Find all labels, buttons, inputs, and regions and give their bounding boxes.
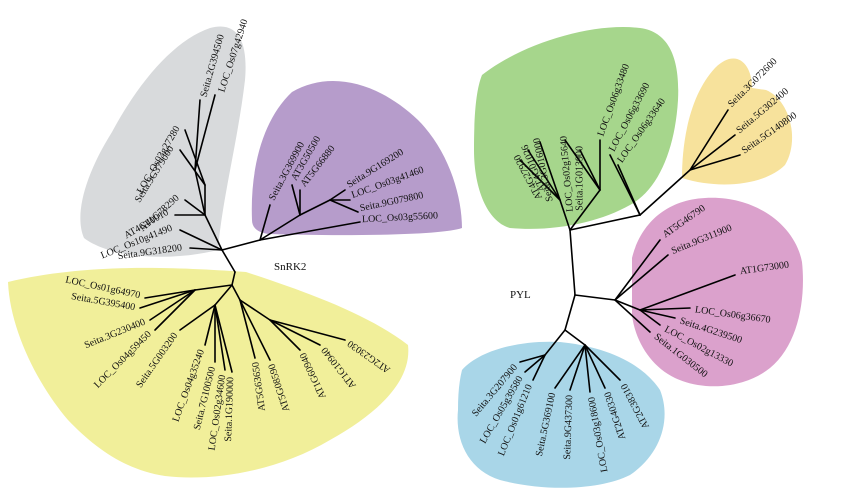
leaf-branch: [689, 109, 729, 171]
internal-branch: [299, 199, 331, 216]
internal-branch: [214, 284, 233, 306]
pyl-clade-orange-bg: [682, 58, 793, 185]
leaf-branch: [259, 204, 271, 241]
leaf-branch: [639, 309, 661, 326]
leaf-branch: [689, 134, 736, 171]
internal-branch: [559, 199, 571, 231]
internal-branch: [574, 294, 616, 301]
leaf-branch: [179, 229, 223, 251]
snrk2-clade-purple-bg: [251, 81, 462, 236]
leaf-branch: [269, 319, 301, 351]
leaf-branch: [519, 159, 561, 201]
leaf-branch: [214, 304, 233, 373]
pyl-clade-green-bg: [474, 27, 679, 229]
internal-branch: [564, 294, 576, 331]
leaf-branch: [149, 289, 196, 321]
internal-branch: [194, 169, 206, 216]
leaf-branch: [614, 239, 661, 301]
leaf-branch: [259, 221, 361, 241]
leaf-branch: [579, 149, 601, 191]
leaf-branch: [614, 299, 651, 333]
internal-branch: [614, 299, 641, 311]
tree-name-snrk2: SnRK2: [274, 261, 306, 273]
leaf-branch: [189, 247, 223, 251]
leaf-branch: [639, 274, 736, 311]
internal-branch: [569, 189, 601, 231]
leaf-branch: [291, 184, 301, 216]
leaf-branch: [524, 354, 546, 373]
internal-branch: [194, 284, 233, 291]
pyl-clade-pink-bg: [632, 197, 803, 387]
tip-label: Seita.1G013900: [574, 146, 585, 211]
internal-branch: [544, 329, 566, 356]
leaf-branch: [269, 319, 321, 346]
tree-branches: [139, 94, 741, 393]
leaf-branch: [554, 344, 586, 389]
leaf-branch: [179, 304, 216, 331]
pyl-clade-blue-bg: [457, 341, 665, 488]
leaf-branch: [584, 344, 591, 393]
leaf-branch: [614, 254, 669, 301]
leaf-branch: [269, 319, 346, 341]
leaf-branch: [639, 307, 691, 311]
tree-name-pyl: PYL: [510, 289, 531, 301]
leaf-branch: [584, 344, 606, 389]
leaf-branch: [239, 299, 271, 361]
internal-branch: [221, 249, 236, 273]
internal-branch: [569, 229, 576, 296]
internal-branch: [564, 329, 586, 346]
leaf-branch: [139, 289, 196, 309]
leaf-branch: [329, 199, 359, 213]
leaf-branch: [184, 199, 206, 216]
leaf-branch: [519, 354, 546, 363]
internal-branch: [259, 214, 301, 241]
internal-branch: [239, 299, 271, 321]
leaf-branch: [239, 299, 256, 359]
internal-branch: [231, 271, 236, 286]
tip-label: Seita.1G190000: [223, 377, 236, 442]
internal-branch: [639, 169, 691, 216]
leaf-branch: [214, 304, 226, 371]
internal-branch: [569, 214, 641, 231]
internal-branch: [221, 239, 261, 251]
leaf-branch: [584, 344, 621, 381]
leaf-branch: [144, 289, 196, 299]
leaf-branch: [194, 94, 216, 171]
leaf-branch: [564, 139, 601, 191]
tip-label: Seita.9G437300: [562, 395, 575, 460]
leaf-branch: [539, 141, 561, 201]
internal-branch: [231, 284, 241, 301]
leaf-branch: [154, 289, 196, 331]
leaf-branch: [527, 149, 561, 201]
tip-label: LOC_Os03g55600: [362, 210, 439, 225]
leaf-branch: [569, 344, 586, 391]
leaf-branch: [689, 154, 741, 171]
leaf-branch: [617, 164, 641, 216]
leaf-branch: [204, 304, 216, 346]
leaf-branch: [179, 149, 206, 186]
internal-branch: [204, 214, 223, 251]
leaf-branch: [329, 189, 346, 201]
leaf-branch: [532, 354, 546, 381]
snrk2-clade-yellow-bg: [8, 267, 409, 478]
leaf-branch: [184, 129, 206, 186]
leaf-branch: [639, 309, 676, 319]
